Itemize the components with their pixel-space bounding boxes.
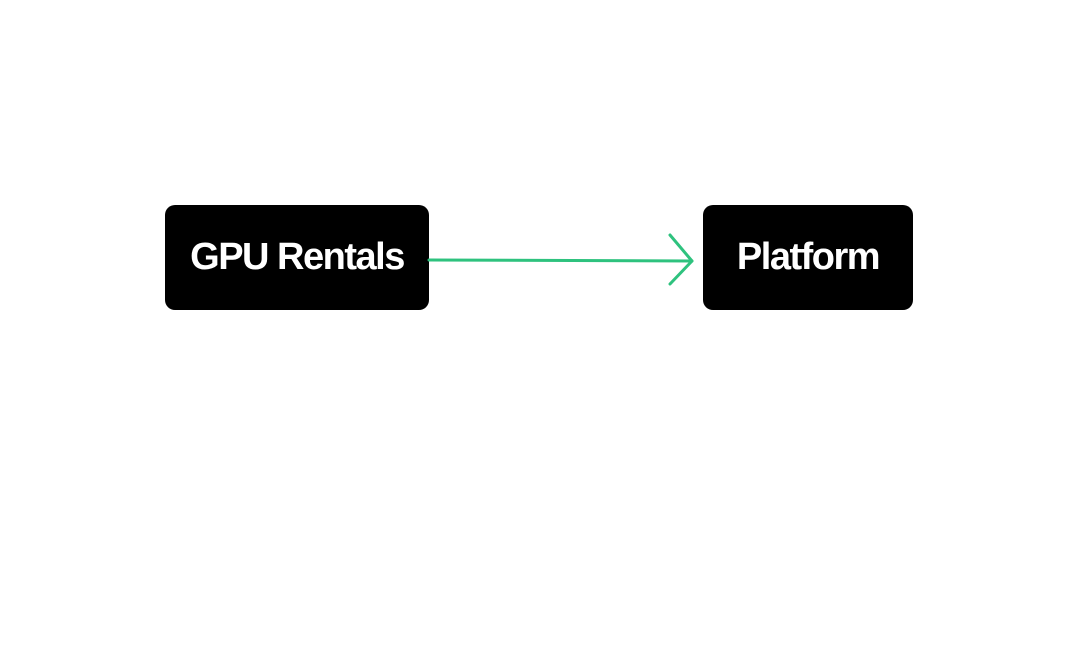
- arrowhead-icon: [668, 233, 694, 286]
- node-label: Platform: [736, 236, 881, 278]
- node-label: GPU Rentals: [190, 236, 405, 278]
- edge-line: [427, 258, 694, 263]
- node-gpu-rentals[interactable]: GPU Rentals: [165, 205, 429, 310]
- node-platform[interactable]: Platform: [703, 205, 913, 310]
